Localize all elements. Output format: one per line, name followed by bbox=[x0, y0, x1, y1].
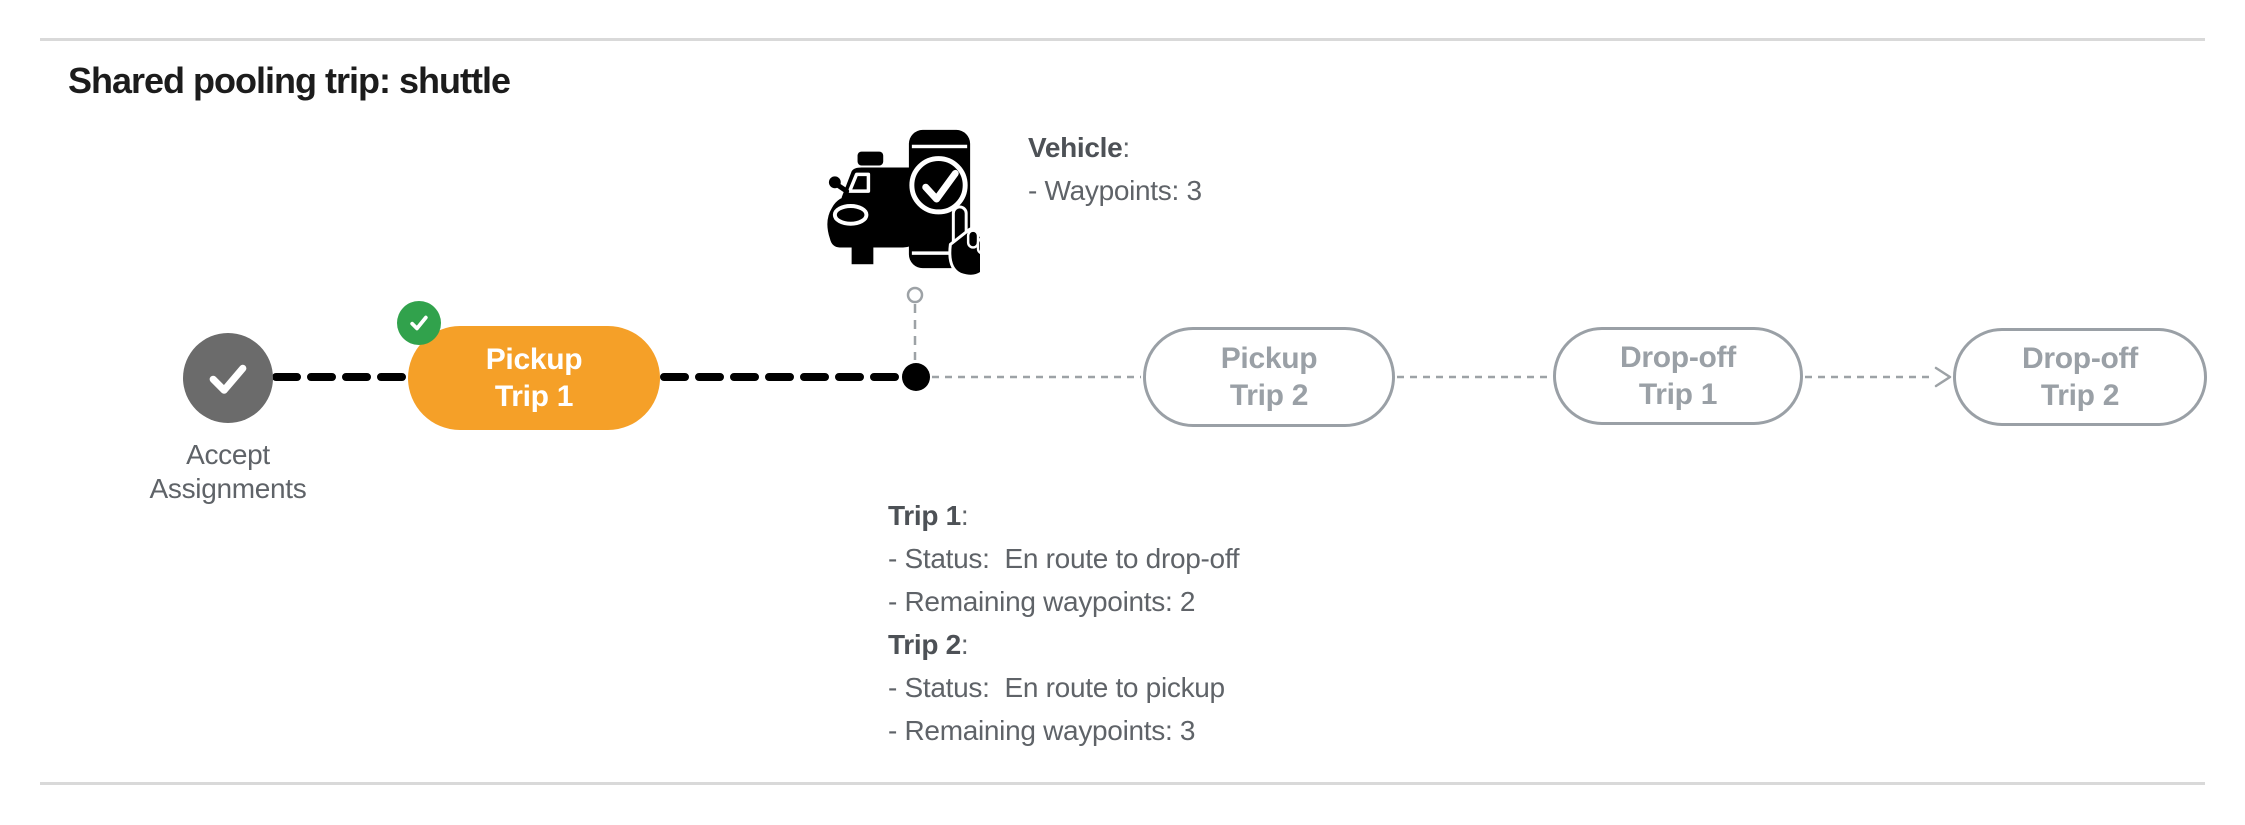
accept-assignments-label: Accept Assignments bbox=[149, 439, 307, 504]
node-pickup-trip-1: Pickup Trip 1 bbox=[408, 326, 660, 430]
trip-status: Trip 1: - Status: En route to drop-off -… bbox=[888, 494, 1240, 752]
node-dropoff-trip-2: Drop-off Trip 2 bbox=[1953, 328, 2207, 426]
trip1-heading: Trip 1: bbox=[888, 500, 969, 531]
vehicle-info: Vehicle: - Waypoints: 3 bbox=[1028, 126, 1202, 212]
node-accept-assignments bbox=[183, 333, 273, 423]
bottom-divider bbox=[40, 782, 2205, 785]
node-pickup-trip-2: Pickup Trip 2 bbox=[1143, 327, 1395, 427]
node-dropoff-trip-1: Drop-off Trip 1 bbox=[1553, 327, 1803, 425]
check-icon bbox=[209, 364, 247, 394]
vehicle-position-dot bbox=[902, 363, 930, 391]
trip1-status-line: - Status: En route to drop-off bbox=[888, 543, 1240, 574]
car-with-phone-check-icon bbox=[827, 129, 980, 278]
trip2-waypoints-line: - Remaining waypoints: 3 bbox=[888, 715, 1196, 746]
vehicle-anchor-ring bbox=[906, 286, 924, 304]
top-divider bbox=[40, 38, 2205, 41]
completed-badge bbox=[397, 301, 441, 345]
trip2-heading: Trip 2: bbox=[888, 629, 969, 660]
vehicle-info-title: Vehicle: bbox=[1028, 132, 1130, 163]
page-title: Shared pooling trip: shuttle bbox=[68, 60, 511, 101]
check-badge-icon bbox=[410, 315, 428, 331]
vehicle-info-waypoints: - Waypoints: 3 bbox=[1028, 175, 1202, 206]
trip1-waypoints-line: - Remaining waypoints: 2 bbox=[888, 586, 1196, 617]
route-arrowhead bbox=[1934, 366, 1952, 388]
trip2-status-line: - Status: En route to pickup bbox=[888, 672, 1225, 703]
